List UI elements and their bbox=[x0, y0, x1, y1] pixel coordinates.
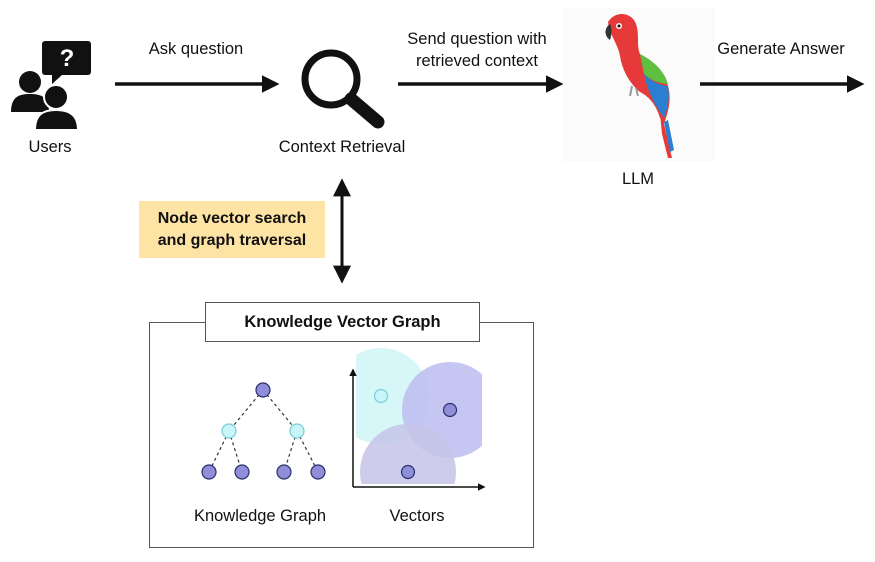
vectors-label: Vectors bbox=[389, 507, 445, 525]
generate-answer-label: Generate Answer bbox=[717, 40, 845, 58]
ask-question-label: Ask question bbox=[148, 40, 244, 58]
vector-point bbox=[373, 388, 389, 404]
send-question-line2: retrieved context bbox=[416, 52, 538, 70]
retrieval-method-note: Node vector search and graph traversal bbox=[139, 201, 325, 258]
graph-node-leaf bbox=[310, 464, 326, 480]
vector-cluster-lavender bbox=[360, 424, 456, 484]
graph-node-root bbox=[255, 382, 271, 398]
send-question-line1: Send question with bbox=[407, 30, 547, 48]
magnifier-icon bbox=[301, 49, 385, 129]
graph-node-mid-left bbox=[221, 423, 237, 439]
knowledge-graph-label: Knowledge Graph bbox=[193, 507, 327, 525]
graph-node-leaf bbox=[276, 464, 292, 480]
context-retrieval-label: Context Retrieval bbox=[278, 138, 406, 156]
llm-label: LLM bbox=[621, 170, 655, 188]
parrot-icon bbox=[563, 8, 715, 162]
knowledge-vector-graph-title: Knowledge Vector Graph bbox=[205, 302, 480, 342]
vector-point bbox=[400, 464, 416, 480]
send-question-label: Send question with retrieved context bbox=[392, 28, 562, 72]
note-line1: Node vector search bbox=[157, 209, 307, 227]
vector-point bbox=[442, 402, 458, 418]
vectors-plot bbox=[349, 348, 486, 491]
users-question-icon: ? bbox=[11, 41, 91, 131]
graph-node-leaf bbox=[201, 464, 217, 480]
knowledge-graph-tree bbox=[201, 382, 326, 480]
note-line2: and graph traversal bbox=[157, 231, 307, 249]
graph-node-mid-right bbox=[289, 423, 305, 439]
graph-node-leaf bbox=[234, 464, 250, 480]
svg-text:?: ? bbox=[60, 45, 75, 72]
users-label: Users bbox=[28, 138, 72, 156]
